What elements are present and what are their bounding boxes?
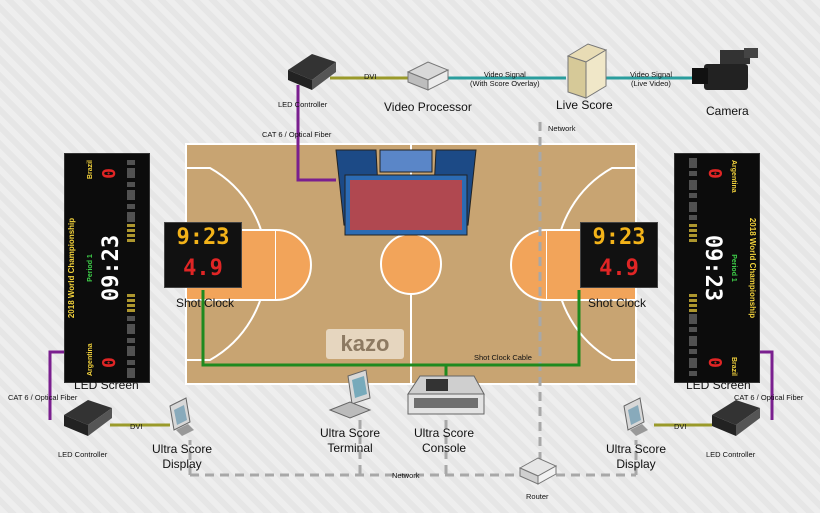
led-board-title: 2018 World Championship [748,217,757,319]
led-controller-icon [64,400,112,436]
shot-clock-cable [201,290,581,367]
label-dvi-left: DVI [130,422,143,431]
shot-clock-left: 9:23 4.9 [164,222,242,288]
center-circle [380,233,442,295]
router-icon [518,457,558,485]
led-controller-icon [712,400,760,436]
monitor-icon [623,397,648,436]
shot-clock-game-time: 9:23 [176,225,230,250]
label-led-controller-left: LED Controller [58,450,108,459]
label-led-controller-right: LED Controller [706,450,756,459]
stat-cells [127,294,135,312]
led-board-title: 2018 World Championship [67,217,76,319]
led-period: Period 1 [730,254,737,282]
shot-clock-right: 9:23 4.9 [580,222,658,288]
label-cat6-left: CAT 6 / Optical Fiber [8,393,78,402]
label-led-screen-right: LED Screen [686,378,751,392]
shot-clock-shot-time: 4.9 [183,256,223,281]
led-game-clock: 09:23 [700,234,725,302]
label-ultra-score-display-right: Ultra Score Display [606,442,667,471]
camera-icon [692,48,758,90]
roster-rows [689,314,697,378]
label-network-top: Network [548,124,576,133]
label-shot-clock-cable: Shot Clock Cable [474,353,532,362]
fiber-left [48,350,64,420]
roster-rows [689,158,697,222]
network-cabling [188,122,638,477]
led-controller-icon [288,54,336,90]
led-screen-left: 2018 World Championship Argentina Brazil… [64,153,150,383]
label-ultra-score-terminal: Ultra Score Terminal [320,426,381,455]
fiber-right [758,350,774,420]
label-led-screen-left: LED Screen [74,378,139,392]
fiber-top [296,85,336,182]
label-video-signal-live: Video Signal (Live Video) [630,70,672,88]
stat-cells [127,224,135,242]
label-router: Router [526,492,549,501]
roster-rows [127,314,135,378]
server-icon [566,43,608,99]
label-cat6-right: CAT 6 / Optical Fiber [734,393,804,402]
label-network-bottom: Network [392,471,420,480]
label-camera: Camera [706,104,749,118]
stat-cells [689,224,697,242]
label-led-controller-top: LED Controller [278,100,328,109]
label-ultra-score-console: Ultra Score Console [414,426,475,455]
led-period: Period 1 [87,254,94,282]
jumbotron-icon [335,149,477,236]
court-logo: kazo [326,329,404,359]
label-ultra-score-display-left: Ultra Score Display [152,442,213,471]
label-dvi-top: DVI [364,72,377,81]
label-dvi-right: DVI [674,422,687,431]
video-processor-icon [406,61,450,91]
label-video-processor: Video Processor [384,100,472,114]
label-live-score: Live Score [556,98,613,112]
roster-rows [127,158,135,222]
ft-circle-right [510,229,547,301]
label-video-signal-overlay: Video Signal (With Score Overlay) [470,70,540,88]
led-game-clock: 09:23 [99,234,124,302]
led-screen-right: 2018 World Championship Argentina Brazil… [674,153,760,383]
shot-clock-game-time: 9:23 [592,225,646,250]
label-shot-clock-right: Shot Clock [588,296,647,310]
shot-clock-shot-time: 4.9 [599,256,639,281]
console-icon [407,375,485,415]
stat-cells [689,294,697,312]
label-shot-clock-left: Shot Clock [176,296,235,310]
ft-circle-left [275,229,312,301]
terminal-icon [328,369,372,419]
label-cat6-top: CAT 6 / Optical Fiber [262,130,332,139]
monitor-icon [169,397,194,436]
